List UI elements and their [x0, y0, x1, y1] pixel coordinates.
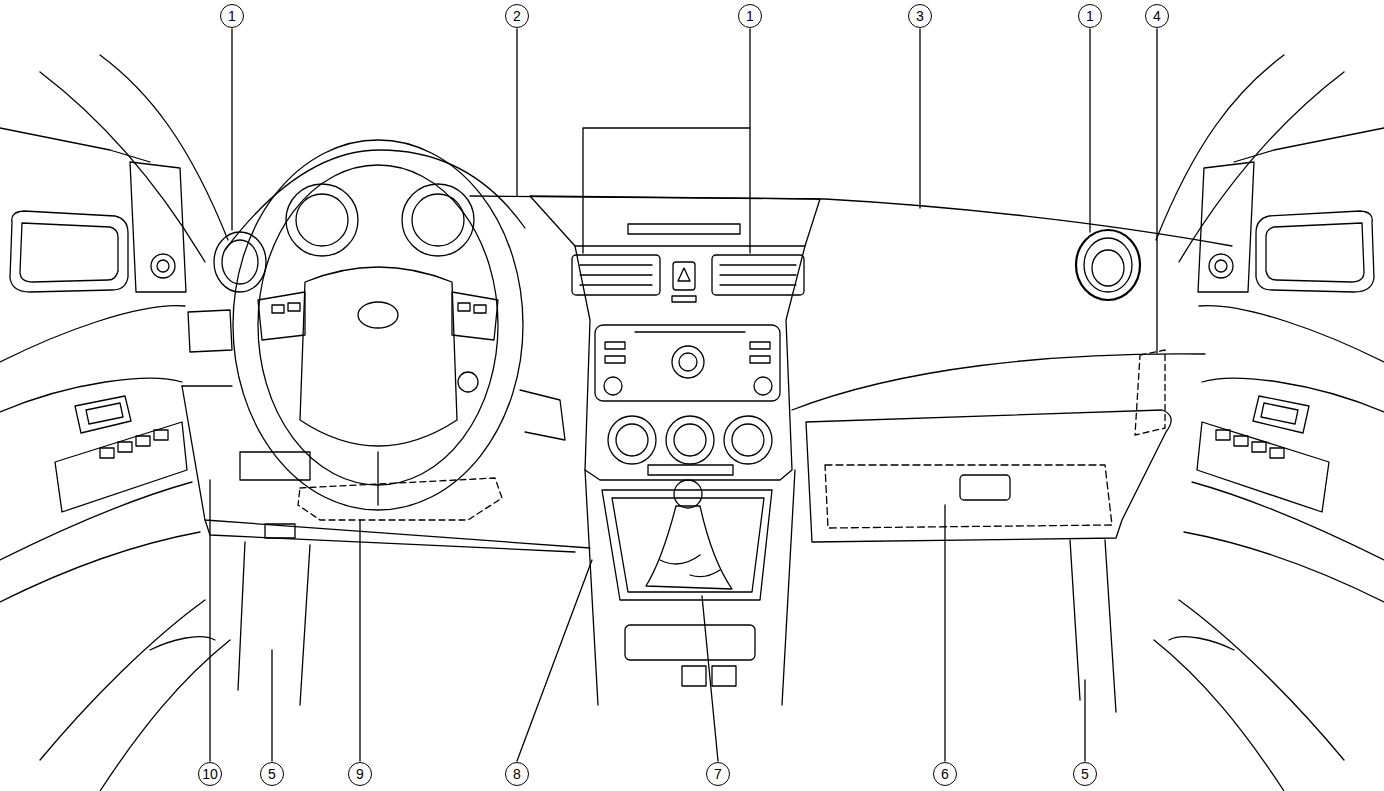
- callout-number: 1: [1078, 4, 1102, 28]
- callout-number: 3: [908, 4, 932, 28]
- callout-number: 10: [198, 762, 222, 786]
- callout-number: 1: [738, 4, 762, 28]
- callout-number: 1: [220, 4, 244, 28]
- callout-number: 5: [260, 762, 284, 786]
- callout-number: 2: [505, 4, 529, 28]
- callout-number: 9: [348, 762, 372, 786]
- callout-number: 8: [505, 762, 529, 786]
- callout-number: 6: [933, 762, 957, 786]
- callout-number: 7: [706, 762, 730, 786]
- callout-number: 4: [1145, 4, 1169, 28]
- callout-number: 5: [1073, 762, 1097, 786]
